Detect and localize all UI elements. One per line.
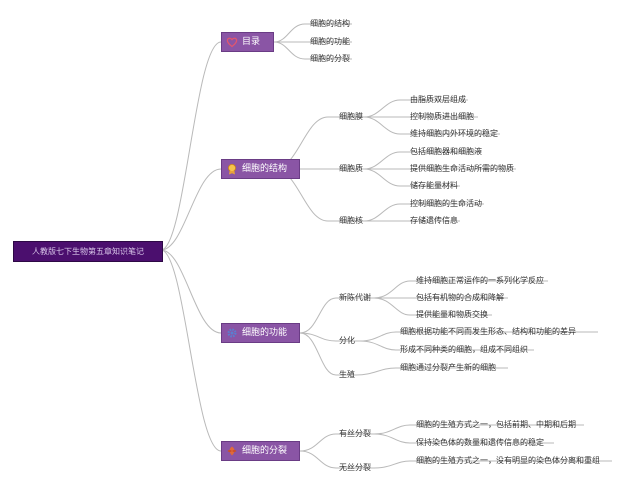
group-label[interactable]: 无丝分裂 xyxy=(339,463,371,472)
section-division[interactable]: 细胞的分裂 xyxy=(221,441,300,461)
group-label[interactable]: 生殖 xyxy=(339,370,355,379)
group-label[interactable]: 细胞核 xyxy=(339,216,363,225)
section-structure[interactable]: 细胞的结构 xyxy=(221,159,300,179)
list-item[interactable]: 形成不同种类的细胞，组成不同组织 xyxy=(400,345,528,354)
section-label: 细胞的结构 xyxy=(242,164,288,174)
toc-item[interactable]: 细胞的分裂 xyxy=(310,54,350,63)
list-item[interactable]: 细胞的生殖方式之一，包括前期、中期和后期 xyxy=(416,420,576,429)
list-item[interactable]: 包括有机物的合成和降解 xyxy=(416,293,504,302)
root-node[interactable]: 人教版七下生物第五章知识笔记 xyxy=(13,241,163,262)
leaf-icon xyxy=(226,445,238,457)
list-item[interactable]: 存储遗传信息 xyxy=(410,216,458,225)
heart-icon xyxy=(226,36,238,48)
toc-item[interactable]: 细胞的结构 xyxy=(310,19,350,28)
list-item[interactable]: 细胞根据功能不同而发生形态、结构和功能的差异 xyxy=(400,327,576,336)
medal-icon xyxy=(226,163,238,175)
section-function[interactable]: 细胞的功能 xyxy=(221,323,300,343)
group-label[interactable]: 新陈代谢 xyxy=(339,293,371,302)
section-label: 细胞的功能 xyxy=(242,328,288,338)
gear-icon xyxy=(226,327,238,339)
list-item[interactable]: 储存能量材料 xyxy=(410,181,458,190)
list-item[interactable]: 维持细胞正常运作的一系列化学反应 xyxy=(416,276,544,285)
list-item[interactable]: 提供能量和物质交换 xyxy=(416,310,488,319)
list-item[interactable]: 控制物质进出细胞 xyxy=(410,112,474,121)
group-label[interactable]: 有丝分裂 xyxy=(339,429,371,438)
toc-item[interactable]: 细胞的功能 xyxy=(310,37,350,46)
group-label[interactable]: 细胞膜 xyxy=(339,112,363,121)
section-label: 细胞的分裂 xyxy=(242,446,288,456)
list-item[interactable]: 由脂质双层组成 xyxy=(410,95,466,104)
list-item[interactable]: 控制细胞的生命活动 xyxy=(410,199,482,208)
list-item[interactable]: 细胞通过分裂产生新的细胞 xyxy=(400,363,496,372)
list-item[interactable]: 细胞的生殖方式之一，没有明显的染色体分离和重组 xyxy=(416,456,600,465)
group-label[interactable]: 细胞质 xyxy=(339,164,363,173)
group-label[interactable]: 分化 xyxy=(339,336,355,345)
list-item[interactable]: 维持细胞内外环境的稳定 xyxy=(410,129,498,138)
section-label: 目录 xyxy=(242,37,261,47)
section-toc[interactable]: 目录 xyxy=(221,32,274,52)
list-item[interactable]: 提供细胞生命活动所需的物质 xyxy=(410,164,514,173)
list-item[interactable]: 保持染色体的数量和遗传信息的稳定 xyxy=(416,438,544,447)
list-item[interactable]: 包括细胞器和细胞液 xyxy=(410,147,482,156)
